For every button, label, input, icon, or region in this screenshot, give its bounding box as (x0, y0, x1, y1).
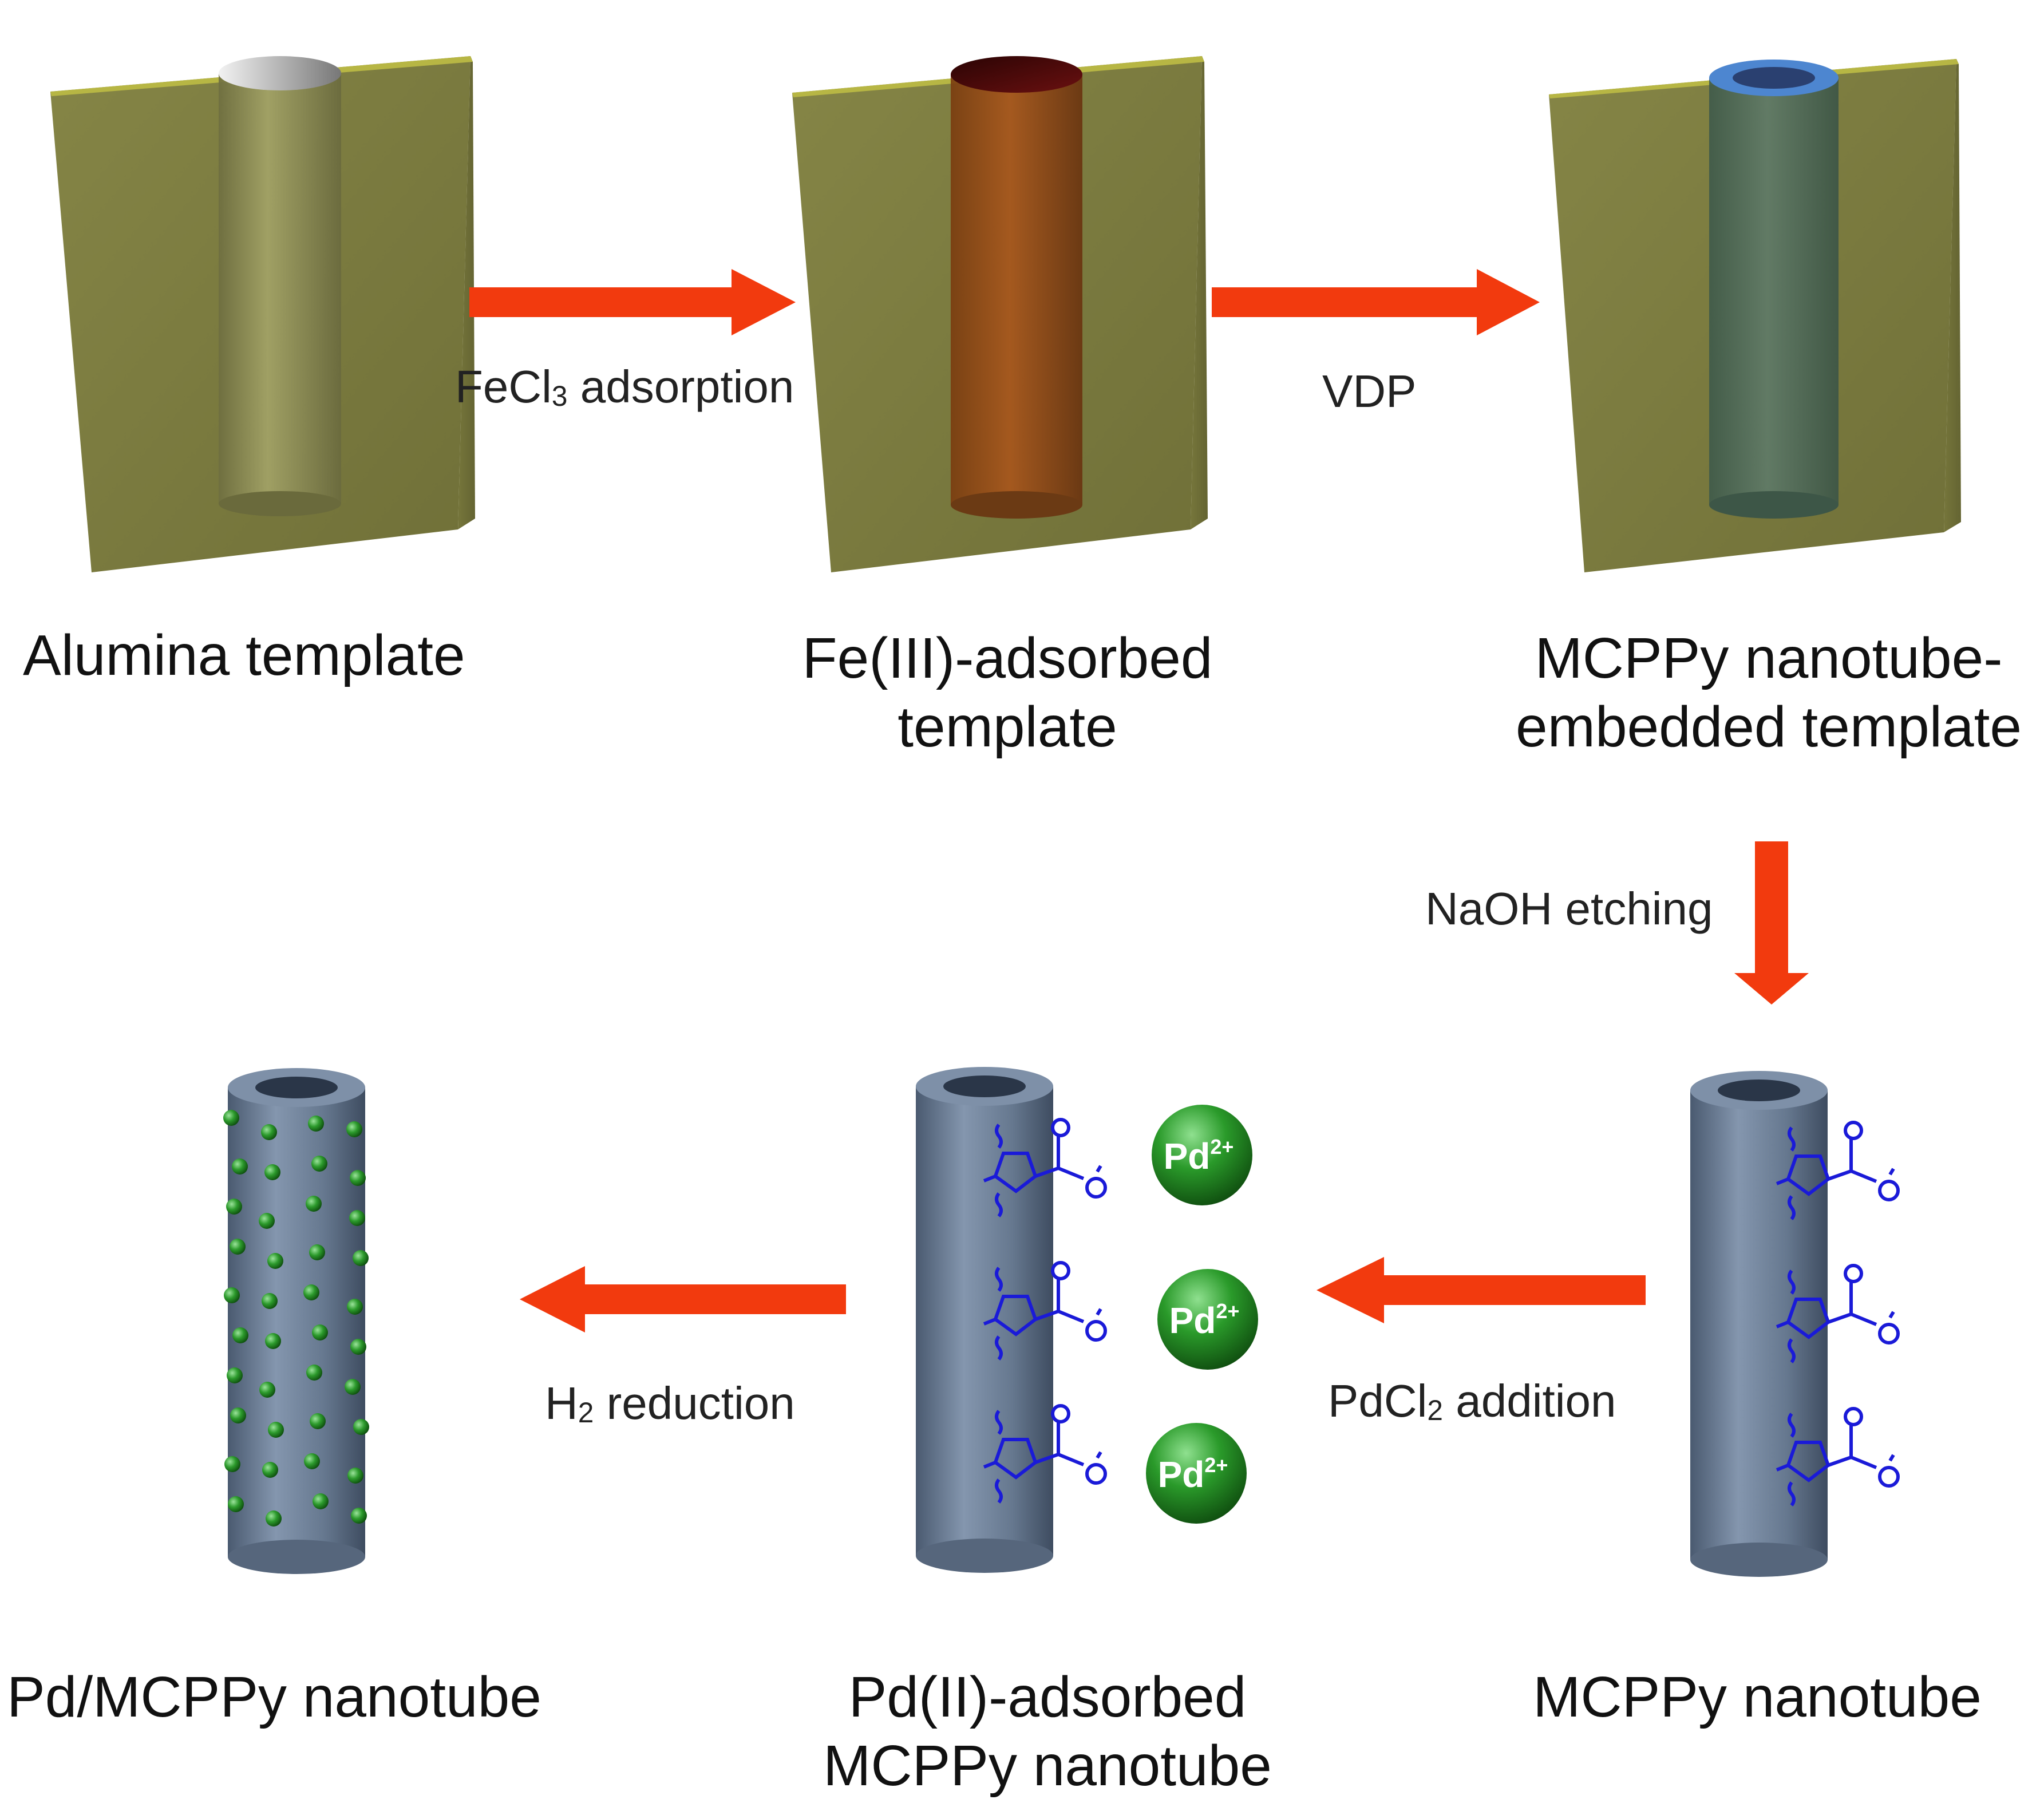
pd-nanoparticle (353, 1419, 369, 1435)
label-alumina-template: Alumina template (23, 623, 465, 687)
label-pd-adsorbed-nanotube: Pd(II)-adsorbed MCPPy nanotube (790, 1663, 1305, 1800)
fe-adsorbed-template-block (792, 56, 1208, 572)
label-naoh-etching: NaOH etching (1425, 883, 1713, 934)
pdcl2-main: PdCl (1328, 1375, 1428, 1426)
mcppy-nanotube (1690, 1071, 1900, 1577)
pd-ion-charge: 2+ (1210, 1135, 1233, 1158)
pd-nanoparticle (267, 1253, 283, 1269)
label-mcppy-nanotube: MCPPy nanotube (1533, 1665, 1982, 1729)
pd-nanoparticle (345, 1379, 361, 1395)
pd-mcppy-nanotube (223, 1068, 369, 1574)
pd-nanoparticle (232, 1327, 248, 1343)
pd-nanoparticle (303, 1284, 319, 1300)
svg-text:Pd2+: Pd2+ (1158, 1453, 1228, 1495)
pd-nanoparticle (349, 1210, 365, 1226)
pd-nanoparticle (230, 1407, 246, 1423)
label-fe-adsorbed-template: Fe(III)-adsorbed template (784, 624, 1231, 761)
carboxylate-polymer-chain-bound (983, 1118, 1107, 1504)
arrow-vdp (1212, 269, 1540, 335)
label-fe-adsorbed-line1: Fe(III)-adsorbed (802, 626, 1213, 690)
pdcl2-rest: addition (1443, 1375, 1616, 1426)
pd-nanoparticle (312, 1324, 328, 1340)
label-embedded-line1: MCPPy nanotube- (1535, 626, 2003, 690)
label-vdp: VDP (1322, 366, 1417, 417)
arrow-pdcl2-left (1316, 1257, 1646, 1323)
pd-nanoparticle (224, 1456, 240, 1472)
pd-nanoparticle (347, 1299, 363, 1315)
pd-nanoparticle (309, 1244, 325, 1260)
pd-nanoparticle (228, 1496, 244, 1512)
pd-ion-charge: 2+ (1204, 1453, 1228, 1477)
label-embedded-template: MCPPy nanotube- embedded template (1500, 624, 2038, 761)
pd-nanoparticle (304, 1453, 320, 1469)
pd-nanoparticle (311, 1156, 327, 1172)
h2-main: H (545, 1378, 578, 1429)
pd-nanoparticle (224, 1287, 240, 1303)
arrow-h2-left (520, 1266, 846, 1332)
label-pd-adsorbed-line2: MCPPy nanotube (823, 1734, 1272, 1798)
carboxylate-polymer-chain (1776, 1121, 1900, 1506)
pd-nanoparticle (350, 1170, 366, 1186)
pd-nanoparticle (259, 1382, 275, 1398)
pd-nanoparticle (347, 1468, 363, 1484)
pd-ion-3: Pd2+ (1146, 1423, 1247, 1524)
pd-nanoparticle (306, 1365, 322, 1381)
pd-nanoparticle (264, 1164, 280, 1180)
pd-nanoparticle (313, 1493, 329, 1509)
pd-nanoparticle (346, 1121, 362, 1137)
svg-text:Pd2+: Pd2+ (1169, 1299, 1240, 1341)
pd-ion-symbol: Pd (1164, 1136, 1211, 1177)
pd-nanoparticle (306, 1196, 322, 1212)
label-embedded-line2: embedded template (1516, 695, 2022, 759)
label-h2-reduction: H2 reduction (545, 1376, 795, 1431)
h2-sub: 2 (578, 1396, 594, 1429)
pd-nanoparticle (262, 1293, 278, 1309)
pd-nanoparticle (308, 1116, 324, 1132)
pd-ion-symbol: Pd (1169, 1300, 1216, 1341)
pd-nanoparticle (261, 1124, 277, 1140)
arrow-fecl3 (469, 269, 796, 335)
pd-nanoparticle (265, 1333, 281, 1349)
label-fe-adsorbed-line2: template (898, 695, 1117, 759)
pd-nanoparticle (310, 1413, 326, 1429)
svg-text:Pd2+: Pd2+ (1164, 1135, 1234, 1177)
pd-nanoparticles (223, 1110, 369, 1527)
pd-ion-charge: 2+ (1216, 1299, 1239, 1323)
pd-ion-symbol: Pd (1158, 1454, 1205, 1495)
pd-nanoparticle (266, 1510, 282, 1527)
pd-nanoparticle (223, 1110, 239, 1126)
pd-ion-2: Pd2+ (1157, 1269, 1258, 1370)
pd-nanoparticle (351, 1508, 367, 1524)
alumina-template-block (50, 56, 475, 572)
pd-nanoparticle (230, 1239, 246, 1255)
pd-nanoparticle (353, 1250, 369, 1266)
pd-ion-1: Pd2+ (1152, 1105, 1252, 1205)
pd-nanoparticle (232, 1158, 248, 1175)
pd-nanoparticle (262, 1462, 278, 1478)
pd-nanoparticle (226, 1199, 242, 1215)
pd-adsorbed-nanotube: Pd2+ Pd2+ Pd2+ (916, 1067, 1258, 1573)
label-pdcl2-addition: PdCl2 addition (1328, 1374, 1616, 1429)
pd-nanoparticle (268, 1422, 284, 1438)
pd-nanoparticle (259, 1213, 275, 1229)
fecl3-rest: adsorption (567, 361, 794, 412)
label-fecl3-adsorption: FeCl3 adsorption (455, 359, 794, 414)
label-pd-mcppy-nanotube: Pd/MCPPy nanotube (7, 1665, 541, 1729)
embedded-template-block (1549, 59, 1961, 572)
label-pd-adsorbed-line1: Pd(II)-adsorbed (848, 1665, 1247, 1729)
fecl3-sub: 3 (551, 379, 568, 412)
pdcl2-sub: 2 (1427, 1394, 1443, 1426)
arrow-naoh-down (1734, 841, 1809, 1005)
pd-nanoparticle (350, 1339, 366, 1355)
pd-nanoparticle (227, 1367, 243, 1383)
fecl3-main: FeCl (455, 361, 552, 412)
h2-rest: reduction (594, 1378, 795, 1429)
